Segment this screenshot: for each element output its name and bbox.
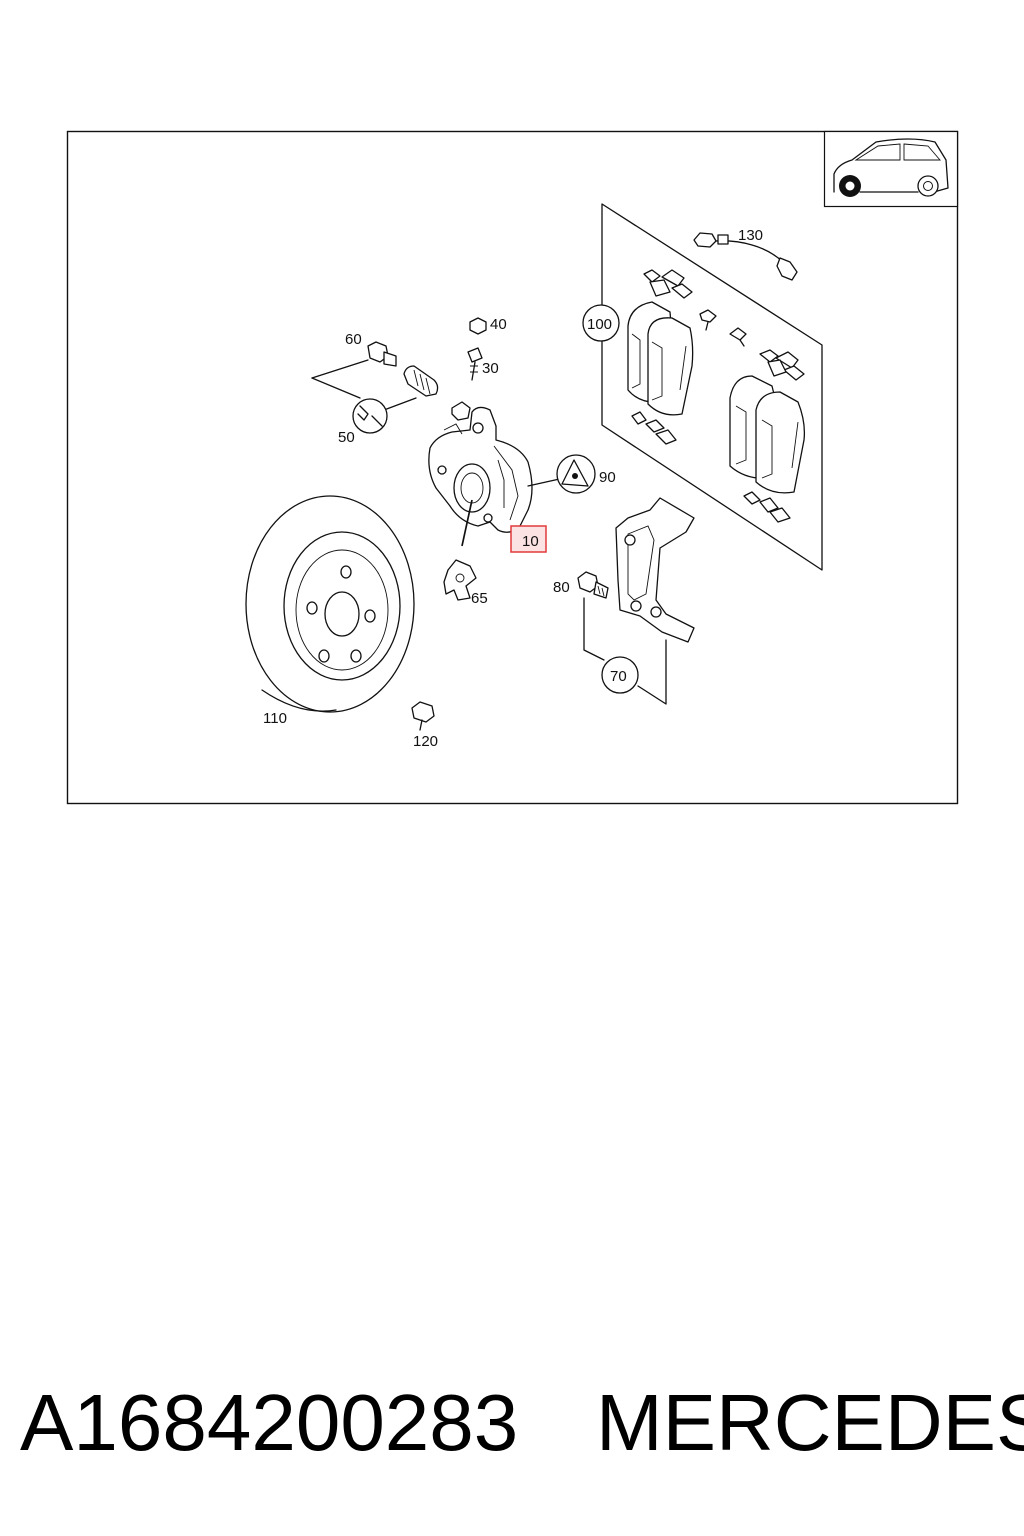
dust-boot [443,559,477,601]
brake-pad-right-set [729,375,806,523]
part-label-10[interactable]: 10 [522,533,539,550]
carrier-bolt [577,571,609,599]
part-label-90[interactable]: 90 [599,469,616,486]
part-label-60[interactable]: 60 [345,331,362,348]
part-label-50[interactable]: 50 [338,429,355,446]
part-label-130[interactable]: 130 [738,227,763,244]
caliper-carrier [615,497,695,643]
part-number: A1684200283 [20,1378,519,1467]
brake-pad-kit-outline [601,203,823,571]
wrench-tool-icon [352,398,388,434]
car-front-wheel-icon [823,130,959,208]
triangle-plate-icon [556,454,596,494]
brand-name: MERCEDES [596,1378,1024,1467]
part-label-65[interactable]: 65 [471,590,488,607]
pad-clips-top [643,269,805,381]
pad-bolts [699,309,747,347]
part-label-100[interactable]: 100 [587,316,612,333]
part-10-highlight [510,525,547,553]
brake-disc [245,495,415,713]
part-label-70[interactable]: 70 [610,668,627,685]
part-label-80[interactable]: 80 [553,579,570,596]
disc-screw [411,701,435,731]
brake-pad-left-set [627,301,694,445]
bleed-screw [469,317,487,335]
part-caption: A1684200283 MERCEDES [0,1368,1024,1478]
guide-bolt [367,341,439,397]
cap-screw [467,347,483,381]
part-label-40[interactable]: 40 [490,316,507,333]
wear-sensor [693,232,798,281]
part-label-110[interactable]: 110 [263,710,287,727]
part-label-120[interactable]: 120 [413,733,438,750]
part-label-30[interactable]: 30 [482,360,499,377]
brake-caliper [428,401,533,533]
